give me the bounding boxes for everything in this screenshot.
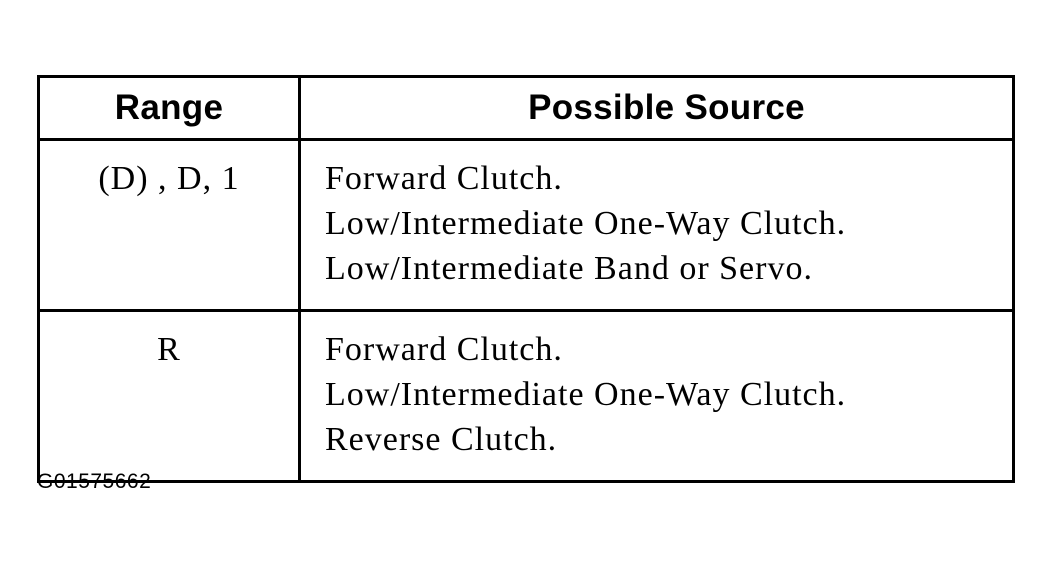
table-row: R Forward Clutch. Low/Intermediate One-W… xyxy=(37,309,1015,483)
header-row: Range Possible Source xyxy=(37,75,1015,141)
range-header: Range xyxy=(37,75,301,141)
source-line: Low/Intermediate Band or Servo. xyxy=(325,250,813,287)
range-cell: (D) , D, 1 xyxy=(37,138,301,312)
possible-source-cell: Forward Clutch. Low/Intermediate One-Way… xyxy=(298,138,1015,312)
range-cell: R xyxy=(37,309,301,483)
figure-id: G01575662 xyxy=(37,470,152,493)
source-line: Forward Clutch. xyxy=(325,160,563,197)
source-line: Forward Clutch. xyxy=(325,331,563,368)
diagnosis-table: Range Possible Source (D) , D, 1 Forward… xyxy=(37,75,1015,483)
table-row: (D) , D, 1 Forward Clutch. Low/Intermedi… xyxy=(37,138,1015,312)
possible-source-cell: Forward Clutch. Low/Intermediate One-Way… xyxy=(298,309,1015,483)
source-line: Low/Intermediate One-Way Clutch. xyxy=(325,376,847,413)
source-line: Reverse Clutch. xyxy=(325,421,558,458)
possible-source-header: Possible Source xyxy=(298,75,1015,141)
source-line: Low/Intermediate One-Way Clutch. xyxy=(325,205,847,242)
